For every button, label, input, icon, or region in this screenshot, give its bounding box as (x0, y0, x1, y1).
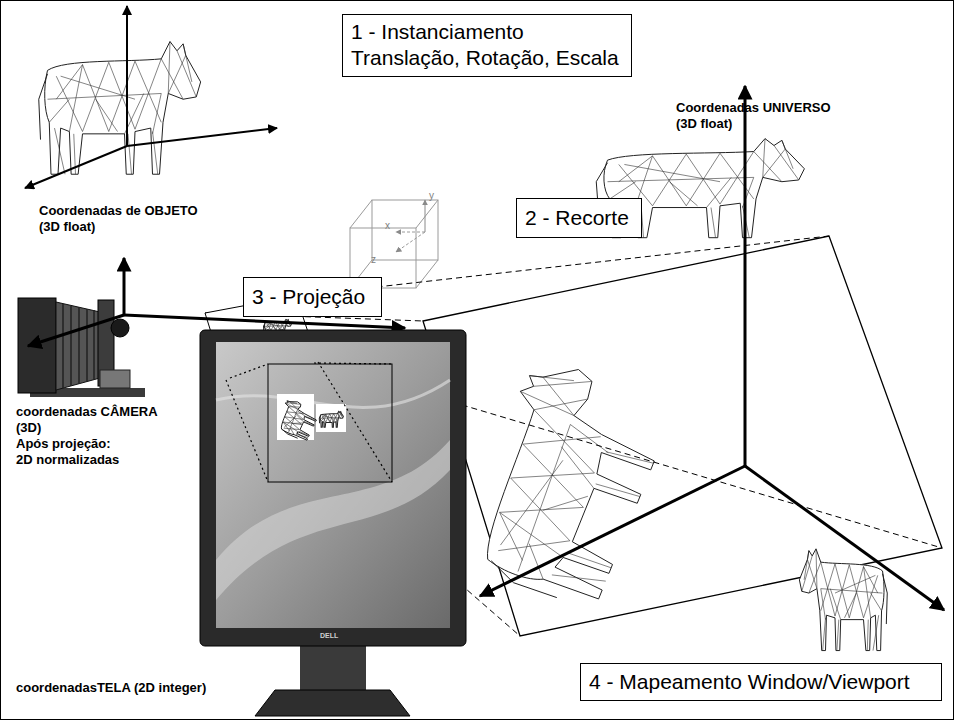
step-box: 3 - Projeção (243, 277, 382, 317)
step-box: 2 - Recorte (516, 198, 642, 238)
coordinate-label: Coordenadas de OBJETO (3D float) (39, 203, 211, 235)
step-detail: Translação, Rotação, Escala (351, 45, 621, 71)
step-title: 3 - Projeção (252, 284, 371, 310)
axis-letter: y (429, 190, 434, 202)
step-title: 1 - Instanciamento (351, 19, 621, 45)
step-title: 2 - Recorte (525, 205, 631, 231)
coordinate-label: Após projeção: 2D normalizadas (16, 436, 124, 468)
coordinate-label: Coordenadas UNIVERSO (3D float) (676, 100, 848, 132)
axis-letter: DELL (320, 631, 338, 640)
step-title: 4 - Mapeamento Window/Viewport (589, 669, 931, 695)
coordinate-label: coordenadasTELA (2D integer) (16, 680, 206, 696)
step-box: 1 - InstanciamentoTranslação, Rotação, E… (342, 14, 632, 77)
coordinate-label: coordenadas CÂMERA (3D) (16, 404, 166, 436)
axis-letter: x (385, 220, 390, 232)
step-box: 4 - Mapeamento Window/Viewport (580, 663, 942, 701)
axis-letter: z (371, 254, 376, 266)
